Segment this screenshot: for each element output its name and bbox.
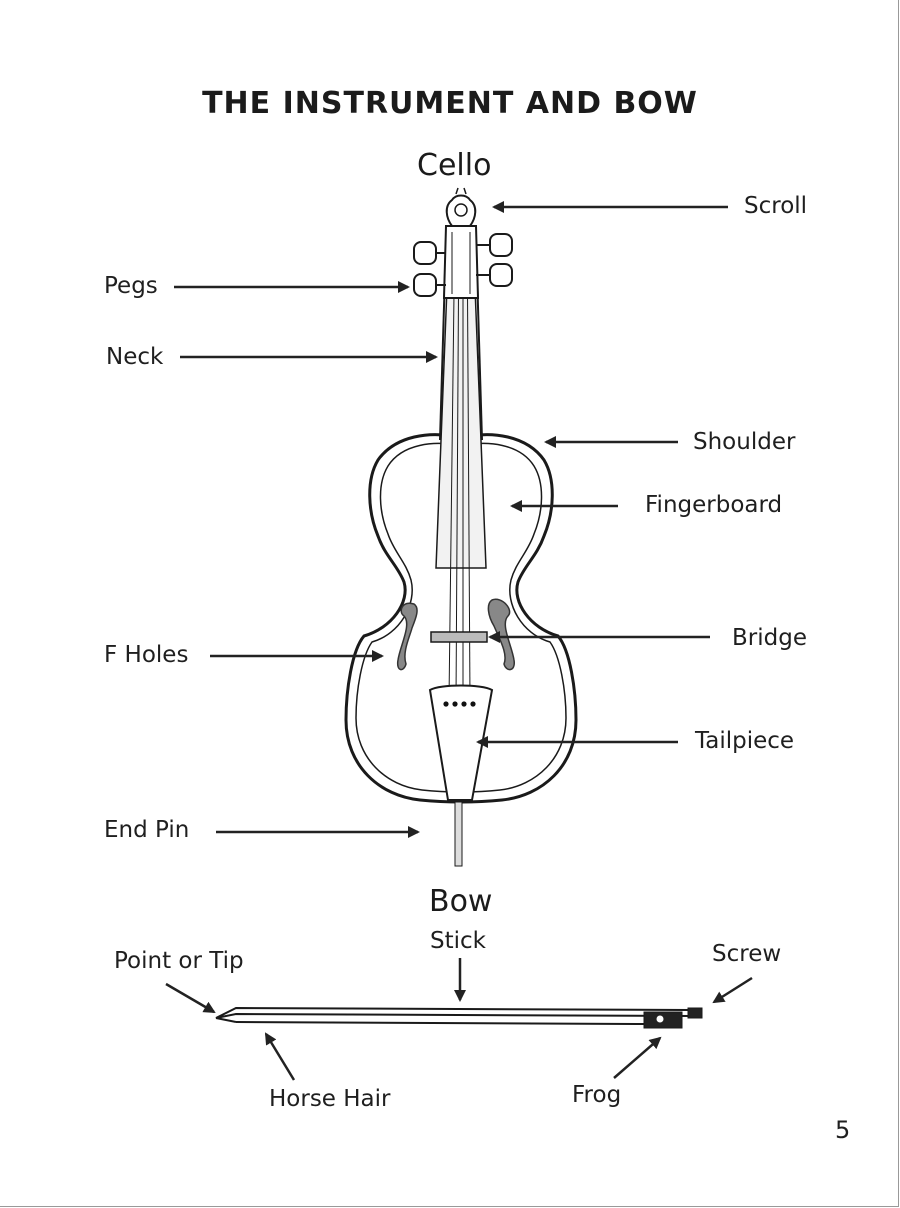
label-bridge: Bridge: [732, 625, 807, 651]
f-hole-left: [396, 602, 418, 671]
page-title: THE INSTRUMENT AND BOW: [202, 86, 698, 121]
cello-illustration: [344, 187, 578, 867]
label-f-holes: F Holes: [104, 642, 189, 668]
bow-illustration: [215, 1006, 703, 1029]
label-shoulder: Shoulder: [693, 429, 796, 455]
label-frog: Frog: [572, 1082, 622, 1108]
label-neck: Neck: [106, 344, 164, 370]
bow-screw: [687, 1007, 703, 1019]
bow-stick: [215, 1006, 691, 1019]
page-number: 5: [835, 1116, 851, 1144]
arrow-screw: [712, 976, 753, 1004]
pegbox: [442, 225, 480, 299]
label-fingerboard: Fingerboard: [645, 492, 783, 518]
bow-heading: Bow: [429, 884, 493, 919]
label-pegs: Pegs: [104, 273, 158, 299]
end-pin: [454, 801, 463, 867]
label-end-pin: End Pin: [104, 817, 190, 843]
bow-hair: [235, 1021, 647, 1025]
f-hole-right: [487, 598, 515, 671]
arrow-horse-hair: [264, 1032, 296, 1081]
label-scroll: Scroll: [744, 193, 808, 219]
cello-heading: Cello: [417, 148, 492, 183]
cello-arrows: [174, 201, 728, 838]
label-horse-hair: Horse Hair: [269, 1086, 391, 1112]
arrow-point-or-tip: [165, 982, 216, 1014]
pegs: [413, 233, 513, 297]
label-stick: Stick: [430, 928, 486, 954]
arrow-frog: [613, 1036, 662, 1079]
label-point-or-tip: Point or Tip: [114, 948, 244, 974]
bridge: [430, 631, 488, 643]
label-tailpiece: Tailpiece: [695, 728, 795, 754]
label-screw: Screw: [712, 941, 782, 967]
scroll: [445, 194, 477, 227]
bow-arrows: [165, 958, 753, 1081]
tailpiece: [428, 684, 494, 801]
